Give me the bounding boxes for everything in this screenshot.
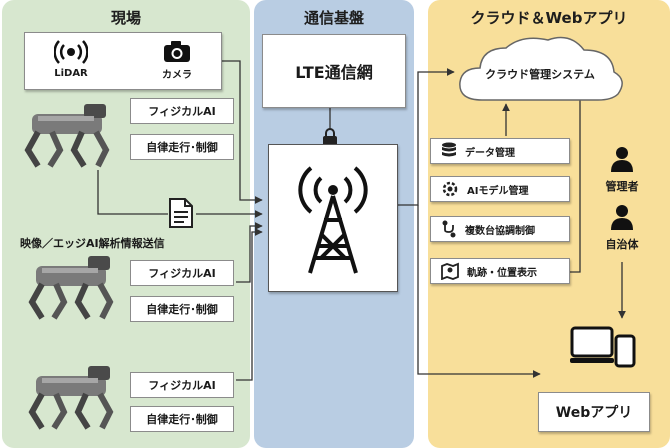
lidar-icon bbox=[54, 40, 88, 64]
cloud-system-label: クラウド管理システム bbox=[485, 68, 595, 81]
sensor-camera-label: カメラ bbox=[162, 70, 192, 81]
lock-icon bbox=[323, 128, 337, 146]
tower-box bbox=[268, 144, 398, 292]
document-icon bbox=[169, 198, 193, 228]
cloud-item-coordination-label: 複数台協調制御 bbox=[465, 225, 535, 237]
sensor-lidar: LiDAR bbox=[31, 39, 111, 79]
sensor-camera: カメラ bbox=[137, 39, 217, 81]
cloud-shape bbox=[459, 36, 623, 101]
user-municipality-label: 自治体 bbox=[605, 238, 639, 251]
cloud-title: クラウド＆Webアプリ bbox=[470, 9, 628, 27]
network-title: 通信基盤 bbox=[303, 9, 364, 27]
ai-gear-icon bbox=[442, 181, 458, 197]
robot-1-ai-label: フィジカルAI bbox=[130, 98, 234, 124]
transmit-label: 映像／エッジAI解析情報送信 bbox=[20, 237, 165, 250]
map-icon bbox=[441, 262, 459, 280]
antenna-tower-icon bbox=[298, 166, 368, 274]
user-admin-label: 管理者 bbox=[605, 180, 639, 193]
robot-dog-icon-1 bbox=[24, 104, 110, 168]
field-title: 現場 bbox=[110, 9, 141, 27]
cloud-item-ai-model-label: AIモデル管理 bbox=[467, 185, 529, 197]
robot-1-auto-label: 自律走行･制御 bbox=[130, 134, 234, 160]
web-app-box: Webアプリ bbox=[538, 392, 650, 432]
cloud-item-map-label: 軌跡・位置表示 bbox=[467, 267, 537, 279]
cloud-item-data: データ管理 bbox=[430, 138, 570, 164]
sensor-box: LiDAR カメラ bbox=[24, 32, 222, 90]
robot-3-auto-label: 自律走行･制御 bbox=[130, 406, 234, 432]
cloud-item-map: 軌跡・位置表示 bbox=[430, 258, 570, 284]
user-admin: 管理者 bbox=[600, 146, 644, 194]
cloud-item-data-label: データ管理 bbox=[465, 147, 515, 159]
devices-icon bbox=[570, 326, 636, 368]
camera-icon bbox=[164, 41, 190, 62]
person-icon bbox=[611, 147, 633, 172]
robot-2-auto-label: 自律走行･制御 bbox=[130, 296, 234, 322]
coordination-icon bbox=[442, 220, 456, 238]
cloud-item-coordination: 複数台協調制御 bbox=[430, 216, 570, 242]
sensor-lidar-label: LiDAR bbox=[54, 68, 88, 79]
robot-dog-icon-3 bbox=[28, 366, 114, 430]
robot-2-ai-label: フィジカルAI bbox=[130, 260, 234, 286]
lte-network-box: LTE通信網 bbox=[262, 34, 406, 108]
robot-dog-icon-2 bbox=[28, 256, 114, 320]
database-icon bbox=[442, 142, 456, 157]
robot-3-ai-label: フィジカルAI bbox=[130, 372, 234, 398]
user-municipality: 自治体 bbox=[600, 204, 644, 252]
cloud-item-ai-model: AIモデル管理 bbox=[430, 176, 570, 202]
person-icon bbox=[611, 205, 633, 230]
